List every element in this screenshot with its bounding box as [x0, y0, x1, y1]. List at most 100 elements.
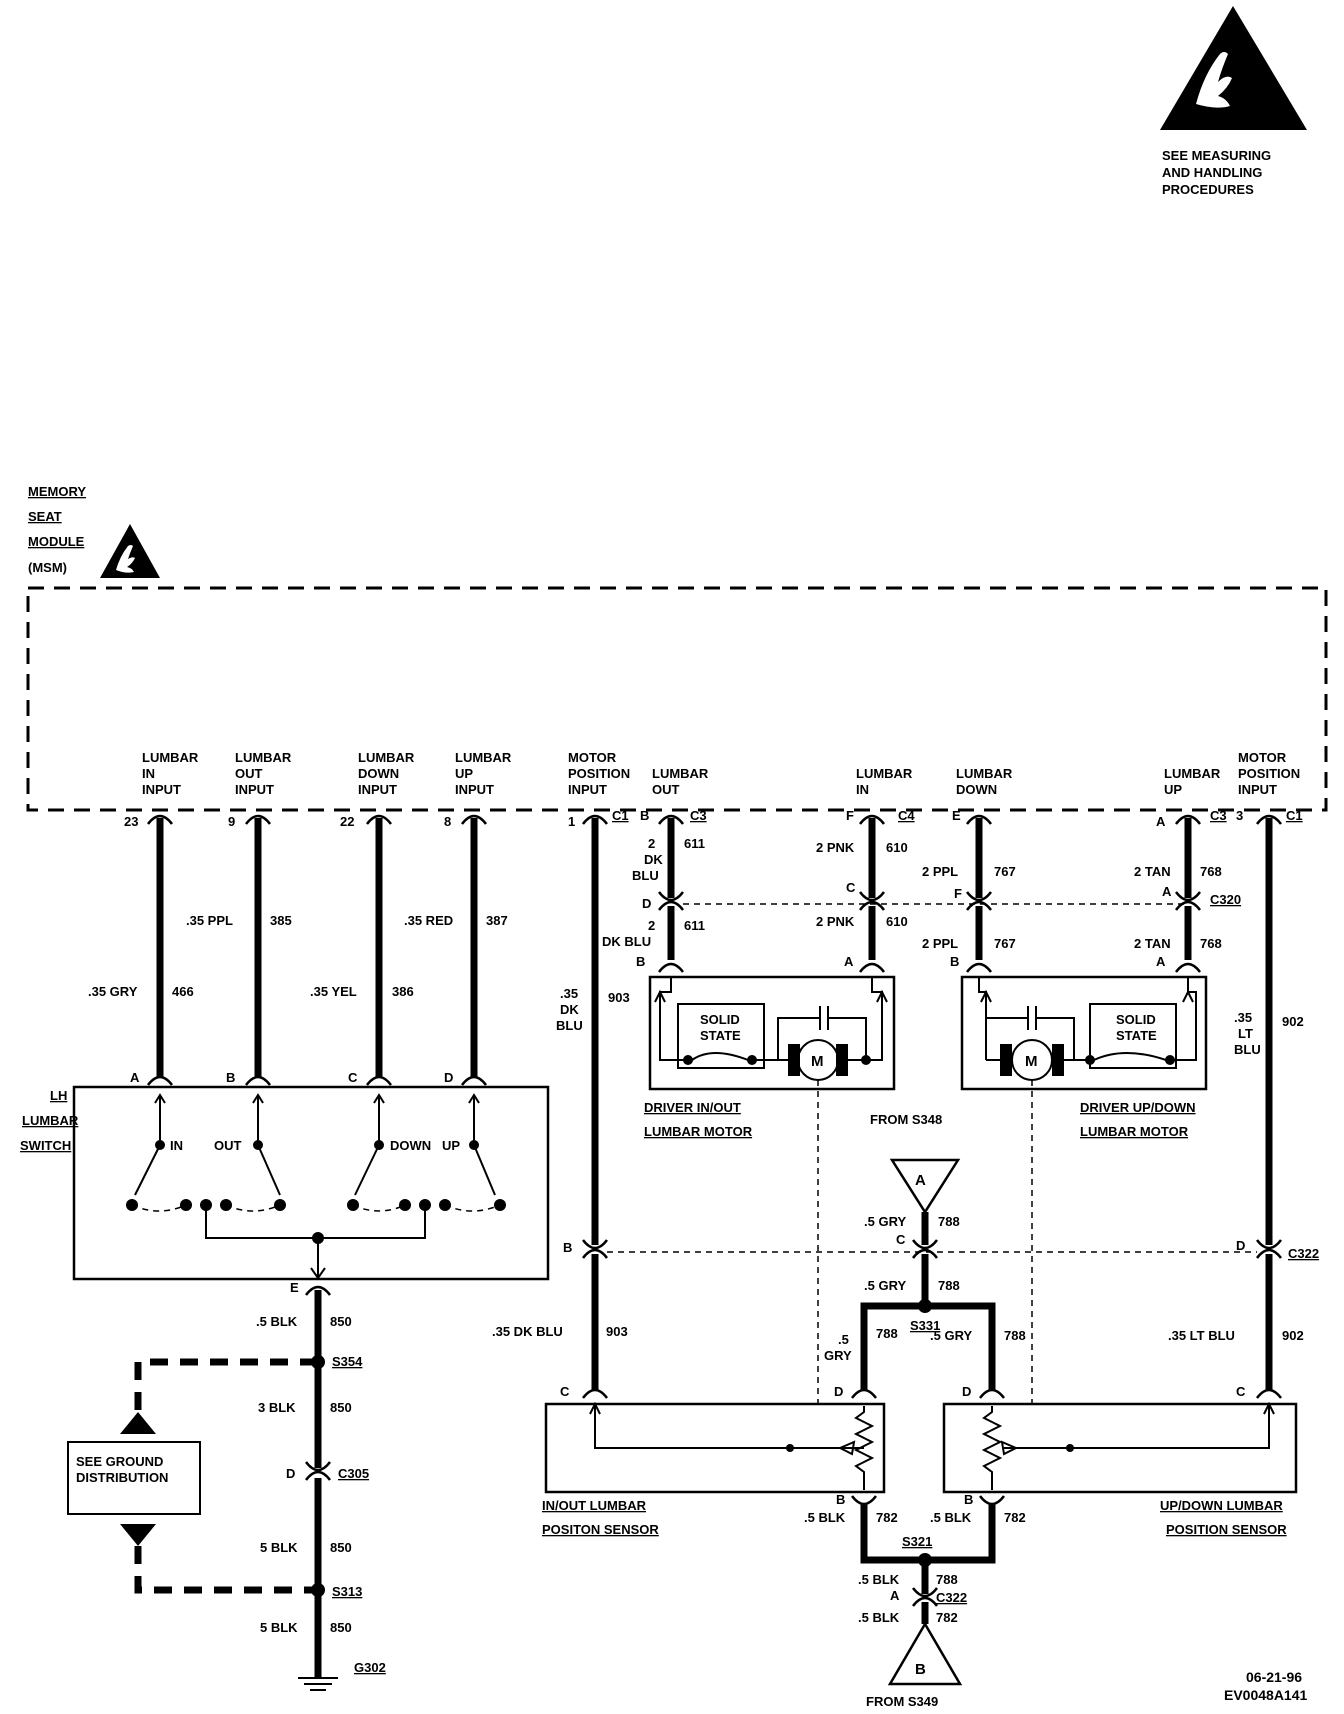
svg-text:903: 903 — [606, 1324, 628, 1339]
reference-a: FROM S348 A .5 GRY 788 C .5 GRY 788 S331 — [864, 1112, 961, 1333]
inout-motor-name: DRIVER IN/OUT LUMBAR MOTOR — [644, 1100, 753, 1139]
svg-text:B: B — [640, 808, 649, 823]
svg-text:788: 788 — [936, 1572, 958, 1587]
svg-text:B: B — [636, 954, 645, 969]
svg-text:SOLID: SOLID — [1116, 1012, 1156, 1027]
svg-text:LUMBAR MOTOR: LUMBAR MOTOR — [644, 1124, 753, 1139]
svg-text:782: 782 — [1004, 1510, 1026, 1525]
svg-text:SOLID: SOLID — [700, 1012, 740, 1027]
svg-text:C3: C3 — [690, 808, 707, 823]
svg-text:768: 768 — [1200, 936, 1222, 951]
svg-text:INPUT: INPUT — [235, 782, 274, 797]
svg-text:E: E — [952, 808, 961, 823]
svg-text:UP/DOWN LUMBAR: UP/DOWN LUMBAR — [1160, 1498, 1283, 1513]
svg-text:INPUT: INPUT — [568, 782, 607, 797]
svg-text:902: 902 — [1282, 1328, 1304, 1343]
svg-text:DK: DK — [644, 852, 663, 867]
svg-text:POSITION: POSITION — [568, 766, 630, 781]
svg-text:POSITION SENSOR: POSITION SENSOR — [1166, 1522, 1287, 1537]
module-name: MEMORY SEAT MODULE (MSM) — [28, 484, 86, 575]
svg-text:GRY: GRY — [824, 1348, 852, 1363]
svg-text:C: C — [1236, 1384, 1246, 1399]
svg-text:A: A — [890, 1588, 900, 1603]
svg-text:MEMORY: MEMORY — [28, 484, 86, 499]
updown-motor-name: DRIVER UP/DOWN LUMBAR MOTOR — [1080, 1100, 1196, 1139]
switch-name: LH LUMBAR SWITCH — [20, 1088, 79, 1153]
svg-text:2 PPL: 2 PPL — [922, 936, 958, 951]
svg-text:C3: C3 — [1210, 808, 1227, 823]
svg-text:2 PNK: 2 PNK — [816, 840, 855, 855]
svg-text:5 BLK: 5 BLK — [260, 1540, 298, 1555]
switch-internal — [126, 1093, 506, 1280]
svg-text:2 PNK: 2 PNK — [816, 914, 855, 929]
wire-768: 2 TAN 768 A C320 2 TAN 768 A — [1134, 818, 1241, 973]
svg-text:782: 782 — [936, 1610, 958, 1625]
svg-text:LUMBAR: LUMBAR — [956, 766, 1013, 781]
svg-text:788: 788 — [876, 1326, 898, 1341]
updown-sensor-name: UP/DOWN LUMBAR POSITION SENSOR — [1160, 1498, 1287, 1537]
svg-text:DOWN: DOWN — [956, 782, 997, 797]
svg-text:06-21-96: 06-21-96 — [1246, 1669, 1302, 1685]
svg-text:SEE GROUND: SEE GROUND — [76, 1454, 163, 1469]
svg-text:DRIVER UP/DOWN: DRIVER UP/DOWN — [1080, 1100, 1196, 1115]
svg-text:.35 RED: .35 RED — [404, 913, 453, 928]
svg-text:C322: C322 — [936, 1590, 967, 1605]
svg-text:DOWN: DOWN — [390, 1138, 431, 1153]
svg-text:.35 GRY: .35 GRY — [88, 984, 138, 999]
svg-text:C: C — [846, 880, 856, 895]
svg-text:385: 385 — [270, 913, 292, 928]
svg-text:SEAT: SEAT — [28, 509, 62, 524]
svg-text:2 PPL: 2 PPL — [922, 864, 958, 879]
svg-text:788: 788 — [938, 1278, 960, 1293]
svg-text:.35 DK BLU: .35 DK BLU — [492, 1324, 563, 1339]
esd-notice-text: SEE MEASURING AND HANDLING PROCEDURES — [1162, 148, 1271, 197]
svg-text:F: F — [954, 886, 962, 901]
svg-text:902: 902 — [1282, 1014, 1304, 1029]
ground-distribution-reference: SEE GROUND DISTRIBUTION — [67, 1358, 318, 1594]
svg-text:STATE: STATE — [700, 1028, 741, 1043]
svg-text:850: 850 — [330, 1540, 352, 1555]
svg-text:A: A — [130, 1070, 140, 1085]
svg-text:MOTOR: MOTOR — [1238, 750, 1287, 765]
svg-text:D: D — [1236, 1238, 1245, 1253]
svg-text:B: B — [563, 1240, 572, 1255]
svg-text:M: M — [1025, 1053, 1038, 1070]
svg-text:.35 LT BLU: .35 LT BLU — [1168, 1328, 1235, 1343]
svg-text:BLU: BLU — [1234, 1042, 1261, 1057]
svg-text:.5 BLK: .5 BLK — [804, 1510, 846, 1525]
svg-text:A: A — [1156, 814, 1166, 829]
svg-text:C: C — [348, 1070, 358, 1085]
svg-text:LUMBAR: LUMBAR — [142, 750, 199, 765]
svg-text:INPUT: INPUT — [142, 782, 181, 797]
inout-sensor-name: IN/OUT LUMBAR POSITON SENSOR — [542, 1498, 659, 1537]
svg-text:LUMBAR: LUMBAR — [22, 1113, 79, 1128]
svg-text:POSITON SENSOR: POSITON SENSOR — [542, 1522, 659, 1537]
lh-lumbar-switch-box — [72, 1085, 550, 1281]
svg-text:.5 BLK: .5 BLK — [930, 1510, 972, 1525]
inout-lumbar-position-sensor — [544, 1401, 886, 1494]
svg-text:IN: IN — [856, 782, 869, 797]
svg-text:1: 1 — [568, 814, 575, 829]
svg-text:B: B — [915, 1661, 926, 1678]
switch-contact-labels: IN OUT DOWN UP — [170, 1138, 460, 1153]
svg-text:LUMBAR: LUMBAR — [1164, 766, 1221, 781]
svg-text:S354: S354 — [332, 1354, 363, 1369]
svg-text:STATE: STATE — [1116, 1028, 1157, 1043]
svg-text:C1: C1 — [1286, 808, 1303, 823]
svg-text:782: 782 — [876, 1510, 898, 1525]
svg-text:D: D — [962, 1384, 971, 1399]
svg-text:FROM S348: FROM S348 — [870, 1112, 942, 1127]
svg-text:LUMBAR: LUMBAR — [856, 766, 913, 781]
svg-text:C1: C1 — [612, 808, 629, 823]
svg-text:788: 788 — [938, 1214, 960, 1229]
wire-610: 2 PNK 610 C 2 PNK 610 A — [816, 818, 908, 973]
svg-text:LUMBAR: LUMBAR — [455, 750, 512, 765]
svg-text:.5 GRY: .5 GRY — [864, 1214, 906, 1229]
svg-text:DISTRIBUTION: DISTRIBUTION — [76, 1470, 168, 1485]
svg-text:D: D — [642, 896, 651, 911]
svg-text:3: 3 — [1236, 808, 1243, 823]
svg-text:2 TAN: 2 TAN — [1134, 864, 1171, 879]
driver-inout-lumbar-motor: SOLID STATE M — [648, 975, 896, 1410]
svg-text:OUT: OUT — [214, 1138, 242, 1153]
